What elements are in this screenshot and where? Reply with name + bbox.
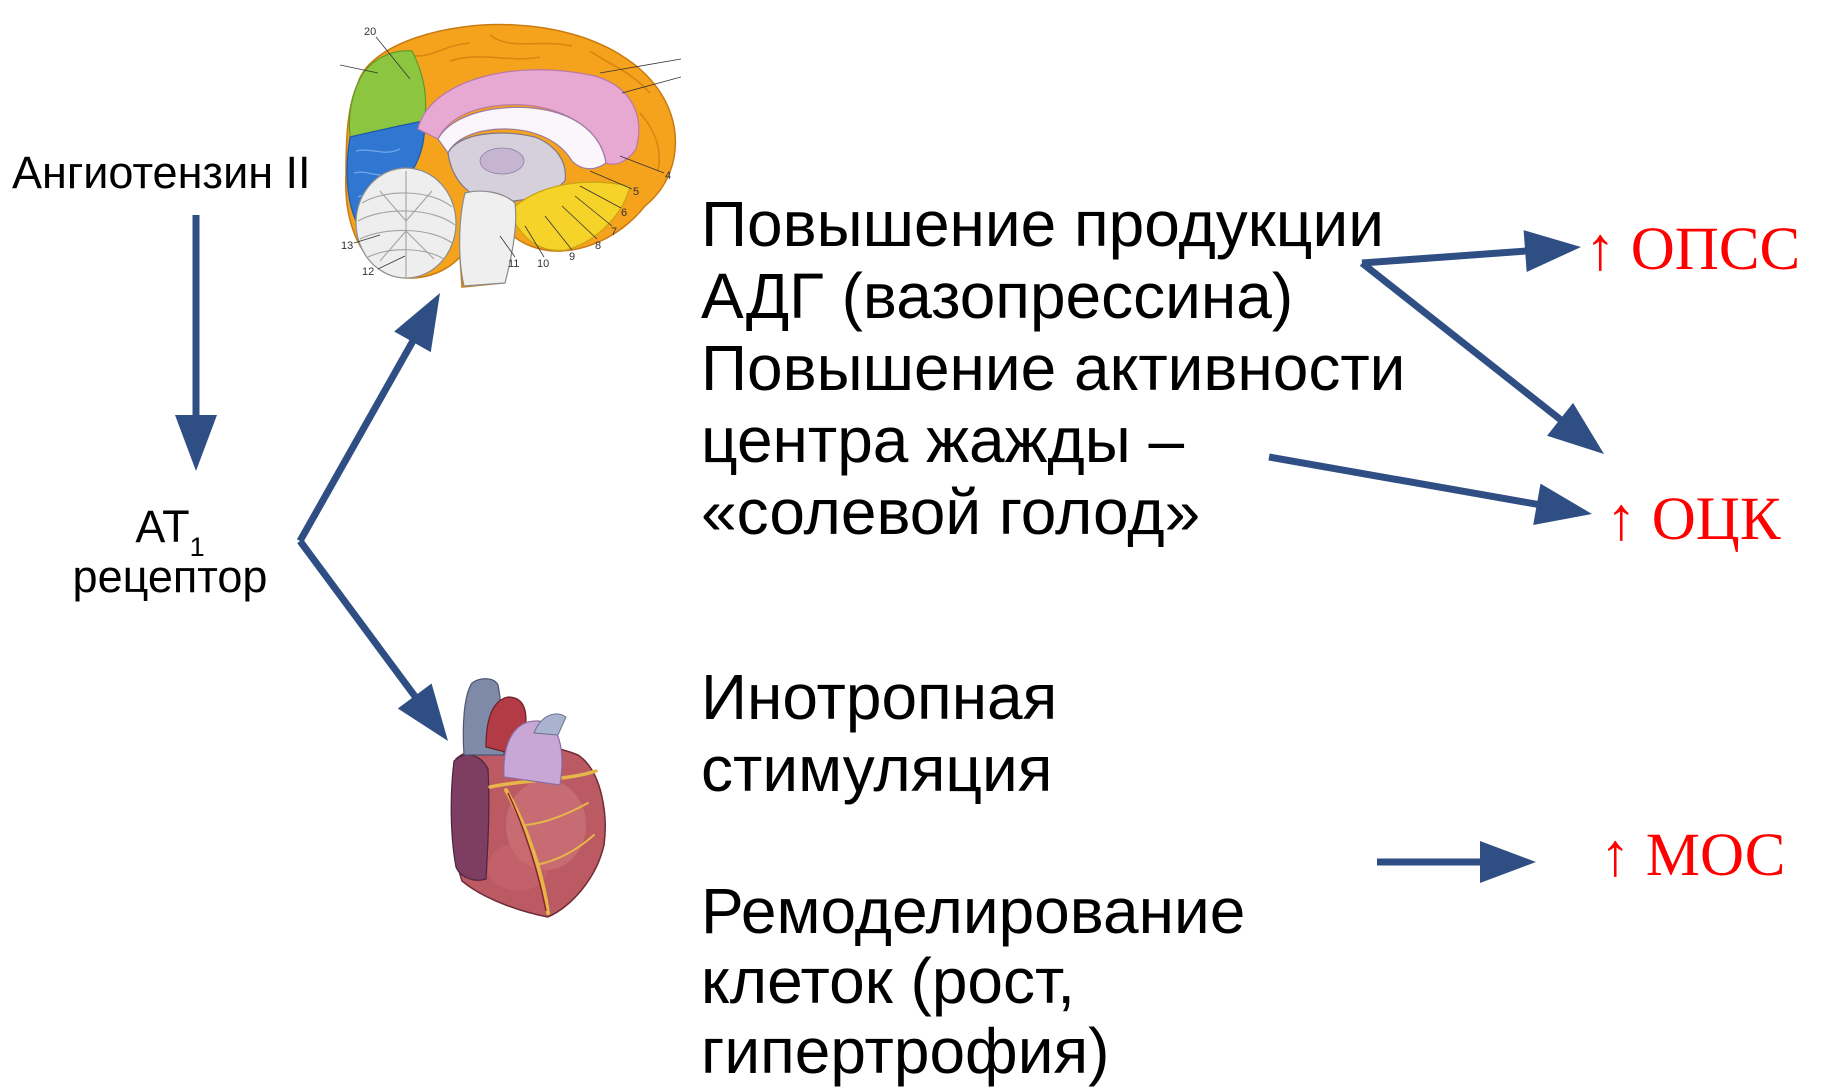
arrow-receptor-to-brain [300,293,440,541]
brain-label: 10 [537,258,549,270]
effect-line: Ремоделирование [701,876,1245,946]
right-atrium [451,755,489,880]
arrow-head [398,683,448,741]
arrow-head [1547,403,1604,454]
arrow-head [1524,230,1581,272]
remodeling-effect-text: Ремоделирование клеток (рост, гипертрофи… [701,876,1245,1086]
brain-label: 11 [508,258,519,270]
brainstem [460,191,516,286]
arrow-head [1533,484,1592,525]
outcome-mos: ↑ МОС [1600,825,1785,886]
effect-line: клеток (рост, [701,946,1245,1016]
arrow-shaft [300,340,413,541]
brain-label: 20 [364,26,376,38]
arrow-shaft [300,541,416,698]
brain-label: 8 [595,240,601,252]
receptor-word: рецептор [40,552,300,602]
angiotensin-label: Ангиотензин II [12,150,311,195]
arrow-head [1480,841,1536,883]
brain-label: 4 [665,170,671,182]
brain-label: 5 [633,186,639,198]
at1-receptor-label: AT1 рецептор [40,502,300,602]
arrow-head [394,293,440,352]
brain-label: 13 [341,240,353,252]
brain-effects-text: Повышение продукции АДГ (вазопрессина) П… [701,188,1405,548]
effect-line: Повышение продукции [701,188,1405,260]
third-ventricle [480,148,524,174]
arrow-angiotensin-to-receptor [175,215,217,471]
brain-label: 9 [569,251,575,263]
effect-line: гипертрофия) [701,1016,1245,1086]
brain-illustration: 20 13 12 11 10 9 8 7 6 5 4 [340,21,681,291]
effect-line: Повышение активности [701,332,1405,404]
effect-line: «солевой голод» [701,476,1405,548]
heart-illustration [446,675,611,920]
outcome-ock: ↑ ОЦК [1606,489,1781,550]
receptor-name: AT [135,501,189,552]
effect-line: Инотропная [701,661,1057,733]
arrow-head [175,415,217,471]
effect-line: стимуляция [701,733,1057,805]
outcome-opss: ↑ ОПСС [1585,219,1800,280]
arrow-heart-to-mos [1377,841,1536,883]
pulmonary-branch [534,714,566,735]
receptor-name-line: AT1 [40,502,300,552]
brain-label: 12 [362,266,374,278]
inotropic-effect-text: Инотропная стимуляция [701,661,1057,805]
arrow-receptor-to-heart [300,541,448,741]
brain-label: 7 [611,226,617,238]
brain-label: 6 [621,207,627,219]
effect-line: центра жажды – [701,404,1405,476]
effect-line: АДГ (вазопрессина) [701,260,1405,332]
